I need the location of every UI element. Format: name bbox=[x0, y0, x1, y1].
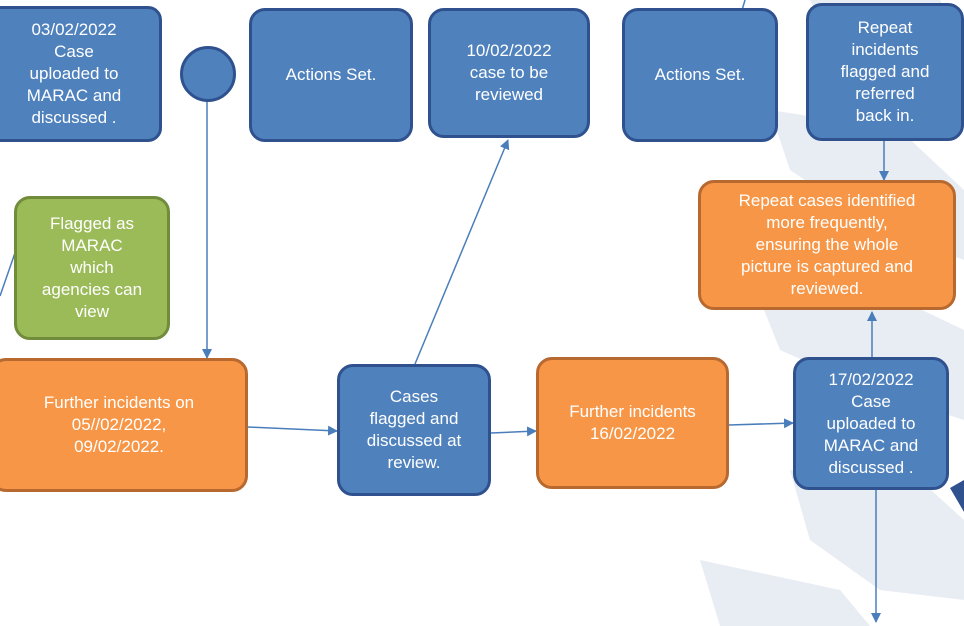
node-actions-set-2: Actions Set. bbox=[622, 8, 778, 142]
node-repeat-cases-identified: Repeat cases identified more frequently,… bbox=[698, 180, 956, 310]
node-cases-flagged-at-review: Cases flagged and discussed at review. bbox=[337, 364, 491, 496]
node-case-uploaded-17-02: 17/02/2022 Case uploaded to MARAC and di… bbox=[793, 357, 949, 490]
connector-further-incidents-1-to-cases-flagged bbox=[247, 425, 338, 436]
node-start-circle bbox=[180, 46, 236, 102]
node-case-to-be-reviewed: 10/02/2022 case to be reviewed bbox=[428, 8, 590, 138]
connector-cases-flagged-to-case-review bbox=[414, 139, 510, 365]
connector-cases-flagged-to-further-incidents-2 bbox=[490, 426, 537, 437]
node-actions-set-1: Actions Set. bbox=[249, 8, 413, 142]
node-flagged-as-marac: Flagged as MARAC which agencies can view bbox=[14, 196, 170, 340]
node-case-uploaded-03-02: 03/02/2022 Case uploaded to MARAC and di… bbox=[0, 6, 162, 142]
node-repeat-incidents-flagged: Repeat incidents flagged and referred ba… bbox=[806, 3, 964, 141]
node-further-incidents-16-02: Further incidents 16/02/2022 bbox=[536, 357, 729, 489]
node-further-incidents-05-09: Further incidents on 05//02/2022, 09/02/… bbox=[0, 358, 248, 492]
